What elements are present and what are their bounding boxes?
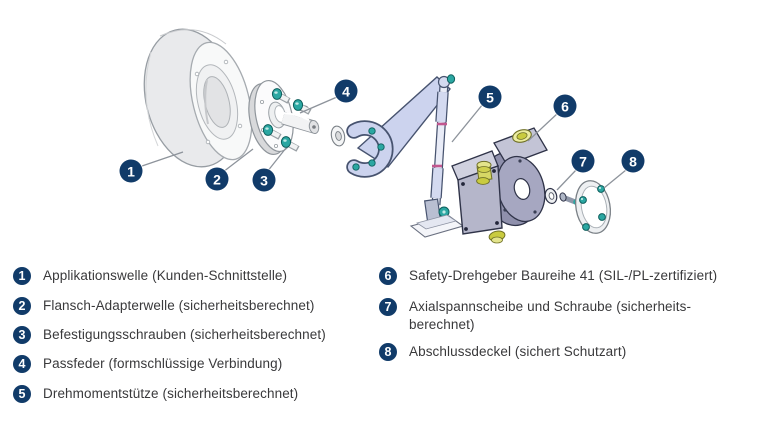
diagram-callout-2: 2 (205, 167, 229, 191)
legend-item-8: 8 Abschlussdeckel (sichert Schutzart) (379, 343, 626, 361)
legend-badge-1: 1 (13, 267, 31, 285)
legend-item-3: 3 Befestigungsschrauben (sicherheitsbere… (13, 326, 326, 344)
legend-badge-3: 3 (13, 326, 31, 344)
encoder-contact-stack (476, 160, 493, 185)
flange-adapter-shaft (248, 79, 320, 156)
leader-lines (141, 96, 627, 191)
spacer-washer (330, 125, 346, 147)
legend-item-7: 7 Axialspannscheibe und Schraube (sicher… (379, 298, 691, 334)
diagram-callout-6: 6 (553, 94, 577, 118)
diagram-callout-4: 4 (334, 79, 358, 103)
legend-badge-5: 5 (13, 385, 31, 403)
legend-label-3: Befestigungsschrauben (sicherheitsberech… (43, 327, 326, 342)
diagram-callout-3: 3 (252, 168, 276, 192)
legend-badge-2: 2 (13, 297, 31, 315)
legend-item-4: 4 Passfeder (formschlüssige Verbindung) (13, 355, 282, 373)
legend-item-2: 2 Flansch-Adapterwelle (sicherheitsberec… (13, 297, 314, 315)
application-shaft-drum (143, 28, 253, 168)
safety-encoder (451, 127, 548, 244)
legend-label-1: Applikationswelle (Kunden-Schnittstelle) (43, 268, 288, 283)
legend-badge-6: 6 (379, 267, 397, 285)
legend-item-1: 1 Applikationswelle (Kunden-Schnittstell… (13, 267, 287, 285)
mounting-screws (262, 88, 312, 152)
torque-support (346, 74, 465, 238)
diagram-callout-7: 7 (571, 149, 595, 173)
legend-label-8: Abschlussdeckel (sichert Schutzart) (409, 344, 627, 359)
legend-label-6: Safety-Drehgeber Baureihe 41 (SIL-/PL-ze… (409, 268, 718, 283)
legend-badge-8: 8 (379, 343, 397, 361)
legend-label-2: Flansch-Adapterwelle (sicherheitsberechn… (43, 298, 315, 313)
legend-item-5: 5 Drehmomentstütze (sicherheitsberechnet… (13, 385, 298, 403)
legend-label-5: Drehmomentstütze (sicherheitsberechnet) (43, 386, 299, 401)
diagram-callout-5: 5 (478, 85, 502, 109)
diagram-callout-8: 8 (621, 149, 645, 173)
legend-badge-7: 7 (379, 298, 397, 316)
end-cap (574, 180, 612, 234)
diagram-callout-1: 1 (119, 159, 143, 183)
legend-item-6: 6 Safety-Drehgeber Baureihe 41 (SIL-/PL-… (379, 267, 717, 285)
legend-label-7: Axialspannscheibe und Schraube (sicherhe… (409, 299, 692, 332)
legend-badge-4: 4 (13, 355, 31, 373)
legend-label-4: Passfeder (formschlüssige Verbindung) (43, 356, 283, 371)
